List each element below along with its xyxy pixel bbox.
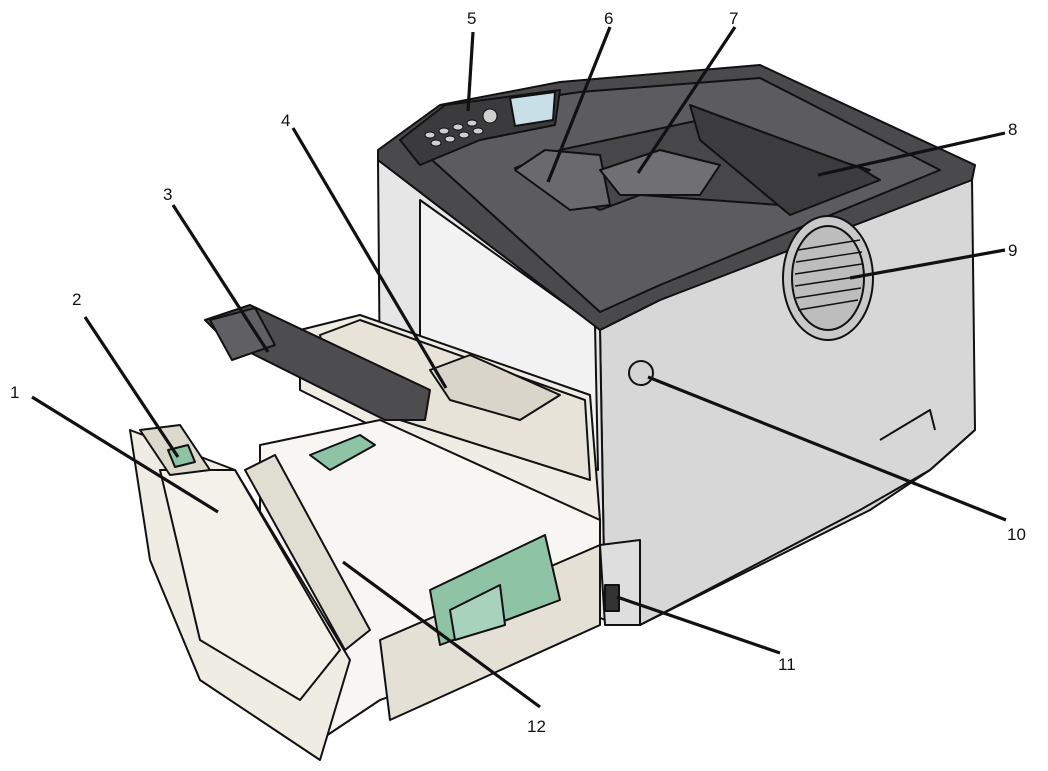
callout-11: 11 (778, 655, 796, 674)
callout-4: 4 (281, 111, 290, 130)
callout-3: 3 (163, 185, 172, 204)
callout-10: 10 (1007, 525, 1026, 544)
callout-7: 7 (729, 9, 738, 28)
callout-1: 1 (10, 383, 19, 402)
callout-8: 8 (1008, 120, 1017, 139)
callout-6: 6 (604, 9, 613, 28)
callout-5: 5 (467, 9, 476, 28)
callout-12: 12 (527, 717, 546, 736)
callout-9: 9 (1008, 241, 1017, 260)
callout-2: 2 (72, 290, 81, 309)
